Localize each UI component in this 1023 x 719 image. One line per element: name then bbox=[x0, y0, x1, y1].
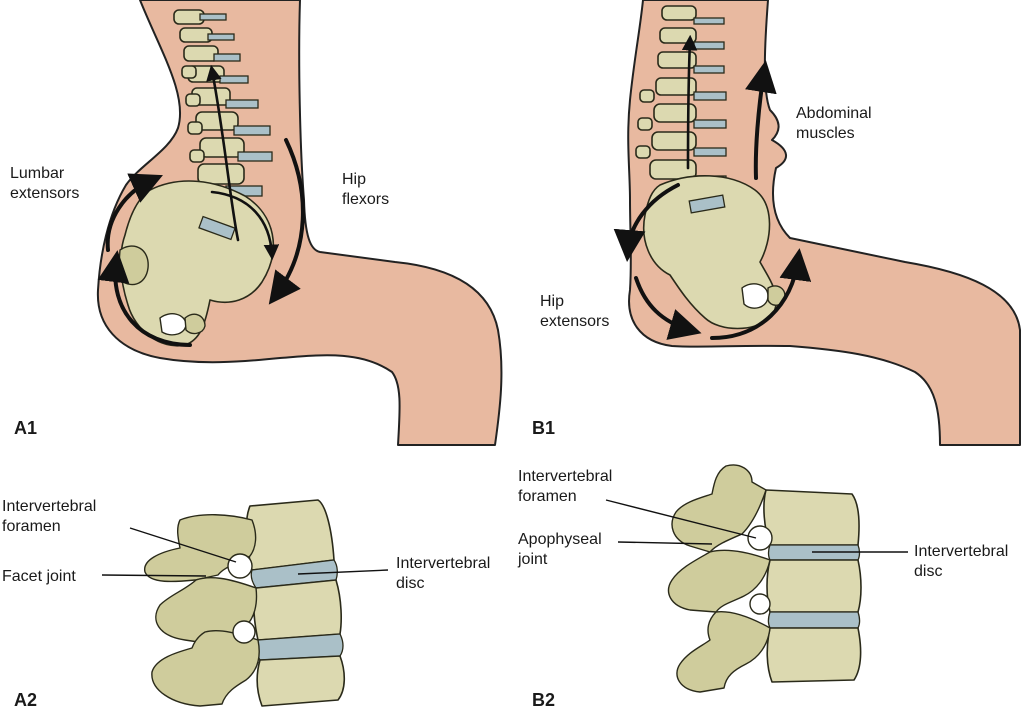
panel-b1: Abdominal muscles Hip extensors B1 bbox=[532, 0, 1021, 446]
intervertebral-foramen-leader-a2 bbox=[129, 527, 237, 563]
abdominal-muscles-label: Abdominal muscles bbox=[796, 105, 876, 142]
pelvic-tilt-arrow-b1 bbox=[710, 248, 812, 340]
vertebrae-b2 bbox=[667, 464, 862, 693]
lumbar-spine-a1 bbox=[173, 9, 273, 197]
intervertebral-foramen-label-b2: Intervertebral foramen bbox=[518, 468, 617, 505]
intervertebral-foramen-label-a2: Intervertebral foramen bbox=[2, 498, 101, 535]
panel-label-b1: B1 bbox=[532, 418, 555, 438]
abdominal-muscles-arrow-b1 bbox=[745, 60, 777, 180]
pelvic-tilt-arrow-a1 bbox=[210, 190, 280, 261]
pelvic-rotation-arrow-b1 bbox=[613, 183, 680, 262]
hip-extensors-label: Hip extensors bbox=[540, 293, 609, 330]
panel-label-a2: A2 bbox=[14, 690, 37, 710]
facet-joint-label: Facet joint bbox=[2, 568, 76, 585]
intervertebral-disc-label-b2: Intervertebral disc bbox=[914, 543, 1013, 580]
panel-label-b2: B2 bbox=[532, 690, 555, 710]
lumbar-extensors-arrow-a1 bbox=[105, 173, 163, 252]
panel-a2: Intervertebral foramen Facet joint Inter… bbox=[2, 498, 495, 710]
pelvic-rotation-arrow-a1 bbox=[97, 250, 192, 347]
vertebrae-a2 bbox=[144, 499, 346, 707]
intervertebral-foramen-leader-b2 bbox=[605, 499, 757, 539]
intervertebral-disc-leader-a2 bbox=[297, 569, 389, 575]
intervertebral-disc-label-a2: Intervertebral disc bbox=[396, 555, 495, 592]
panel-label-a1: A1 bbox=[14, 418, 37, 438]
hip-flexors-arrow-a1 bbox=[268, 138, 305, 305]
panel-a1: Lumbar extensors Hip flexors A1 bbox=[10, 0, 503, 446]
apophyseal-joint-leader-b2 bbox=[617, 541, 713, 545]
lumbar-extensors-label: Lumbar extensors bbox=[10, 165, 79, 202]
hip-extensors-arrow-b1 bbox=[634, 276, 702, 340]
panel-b2: Intervertebral foramen Apophyseal joint … bbox=[517, 464, 1013, 710]
spinal-flexion-arrow-b1 bbox=[681, 34, 698, 170]
facet-joint-leader-a2 bbox=[101, 574, 207, 577]
spinal-extension-arrow-a1 bbox=[206, 64, 240, 242]
apophyseal-joint-label: Apophyseal joint bbox=[517, 531, 606, 568]
hip-flexors-label: Hip flexors bbox=[342, 171, 389, 208]
body-silhouette-b1 bbox=[627, 0, 1021, 446]
